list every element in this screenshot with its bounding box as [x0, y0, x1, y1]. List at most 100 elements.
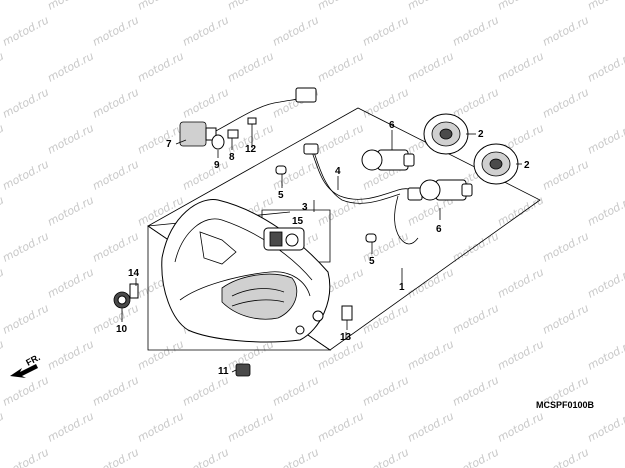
- watermark-text: motod.ru: [315, 121, 366, 156]
- watermark-text: motod.ru: [270, 445, 321, 468]
- watermark-text: motod.ru: [225, 409, 276, 444]
- callout-7: 7: [166, 139, 172, 150]
- watermark-text: motod.ru: [585, 337, 625, 372]
- watermark-text: motod.ru: [315, 0, 366, 13]
- callout-1: 1: [399, 282, 405, 293]
- callout-2-upper: 2: [478, 129, 484, 140]
- watermark-text: motod.ru: [540, 229, 591, 264]
- watermark-text: motod.ru: [90, 13, 141, 48]
- grommet-10: [113, 291, 131, 309]
- watermark-text: motod.ru: [180, 445, 231, 468]
- callout-15: 15: [292, 216, 304, 227]
- position-bulb-5-upper: [275, 165, 287, 175]
- watermark-text: motod.ru: [360, 13, 411, 48]
- watermark-text: motod.ru: [495, 409, 546, 444]
- watermark-text: motod.ru: [540, 301, 591, 336]
- watermark-text: motod.ru: [45, 409, 96, 444]
- watermark-text: motod.ru: [0, 229, 51, 264]
- watermark-text: motod.ru: [450, 85, 501, 120]
- watermark-text: motod.ru: [495, 337, 546, 372]
- watermark-text: motod.ru: [270, 13, 321, 48]
- bolt-12: [247, 117, 257, 136]
- callout-14: 14: [128, 268, 140, 279]
- callout-2-lower: 2: [524, 160, 530, 171]
- watermark-text: motod.ru: [90, 85, 141, 120]
- watermark-text: motod.ru: [0, 157, 51, 192]
- watermark-text: motod.ru: [0, 409, 6, 444]
- watermark-text: motod.ru: [450, 373, 501, 408]
- callout-13: 13: [340, 332, 352, 343]
- watermark-text: motod.ru: [360, 373, 411, 408]
- watermark-text: motod.ru: [90, 229, 141, 264]
- watermark-text: motod.ru: [360, 445, 411, 468]
- watermark-text: motod.ru: [585, 193, 625, 228]
- grommet-9: [211, 134, 225, 150]
- watermark-text: motod.ru: [0, 49, 6, 84]
- watermark-text: motod.ru: [315, 49, 366, 84]
- watermark-text: motod.ru: [450, 229, 501, 264]
- watermark-text: motod.ru: [135, 0, 186, 13]
- watermark-text: motod.ru: [360, 85, 411, 120]
- watermark-text: motod.ru: [405, 265, 456, 300]
- bulb-cover-2-upper: [423, 113, 469, 155]
- watermark-text: motod.ru: [405, 49, 456, 84]
- watermark-text: motod.ru: [0, 193, 6, 228]
- watermark-text: motod.ru: [585, 0, 625, 13]
- watermark-text: motod.ru: [585, 49, 625, 84]
- watermark-text: motod.ru: [180, 157, 231, 192]
- watermark-text: motod.ru: [405, 337, 456, 372]
- bolt-14: [129, 283, 139, 299]
- watermark-text: motod.ru: [450, 301, 501, 336]
- watermark-text: motod.ru: [540, 445, 591, 468]
- watermark-text: motod.ru: [45, 337, 96, 372]
- watermark-text: motod.ru: [0, 85, 51, 120]
- bulb-6-upper: [361, 149, 415, 171]
- clip-11: [235, 363, 251, 377]
- bulb-cover-2-lower: [473, 143, 519, 185]
- direction-label: FR.: [24, 352, 41, 368]
- watermark-text: motod.ru: [45, 265, 96, 300]
- callout-numbers: 7 9 8 12 15 3 4 6 2 2 6 5 5 1 14 10 11 1…: [116, 120, 530, 377]
- collar-8: [227, 129, 239, 139]
- watermark-text: motod.ru: [45, 49, 96, 84]
- watermark-text: motod.ru: [45, 193, 96, 228]
- callout-6-lower: 6: [436, 224, 442, 235]
- callout-11: 11: [218, 366, 229, 377]
- watermark-text: motod.ru: [135, 409, 186, 444]
- callout-8: 8: [229, 152, 235, 163]
- watermark-text: motod.ru: [45, 0, 96, 13]
- callout-10: 10: [116, 324, 128, 335]
- watermark-text: motod.ru: [225, 49, 276, 84]
- watermark-text: motod.ru: [225, 0, 276, 13]
- watermark-text: motod.ru: [405, 409, 456, 444]
- watermark-text: motod.ru: [180, 13, 231, 48]
- watermark-text: motod.ru: [135, 121, 186, 156]
- callout-4: 4: [335, 166, 341, 177]
- watermark-text: motod.ru: [0, 373, 51, 408]
- watermark-text: motod.ru: [540, 13, 591, 48]
- leader-lines: [121, 130, 522, 373]
- watermark-text: motod.ru: [0, 337, 6, 372]
- watermark-text: motod.ru: [0, 445, 51, 468]
- watermark-text: motod.ru: [90, 157, 141, 192]
- position-bulb-5-lower: [365, 233, 377, 243]
- watermark-text: motod.ru: [0, 13, 51, 48]
- watermark-text: motod.ru: [225, 337, 276, 372]
- watermark-text: motod.ru: [180, 85, 231, 120]
- callout-6-upper: 6: [389, 120, 395, 131]
- watermark-text: motod.ru: [495, 0, 546, 13]
- callout-5-upper: 5: [278, 190, 284, 201]
- connector-7: [179, 87, 317, 147]
- watermark-text: motod.ru: [90, 445, 141, 468]
- screw-13: [341, 305, 353, 330]
- reference-code: MCSPF0100B: [536, 400, 595, 410]
- watermark-text: motod.ru: [0, 0, 6, 13]
- watermark-text: motod.ru: [450, 13, 501, 48]
- watermark-text: motod.ru: [180, 373, 231, 408]
- wire-harness: [303, 143, 429, 245]
- watermark-text: motod.ru: [45, 121, 96, 156]
- watermark-text: motod.ru: [0, 121, 6, 156]
- watermark-text: motod.ru: [360, 301, 411, 336]
